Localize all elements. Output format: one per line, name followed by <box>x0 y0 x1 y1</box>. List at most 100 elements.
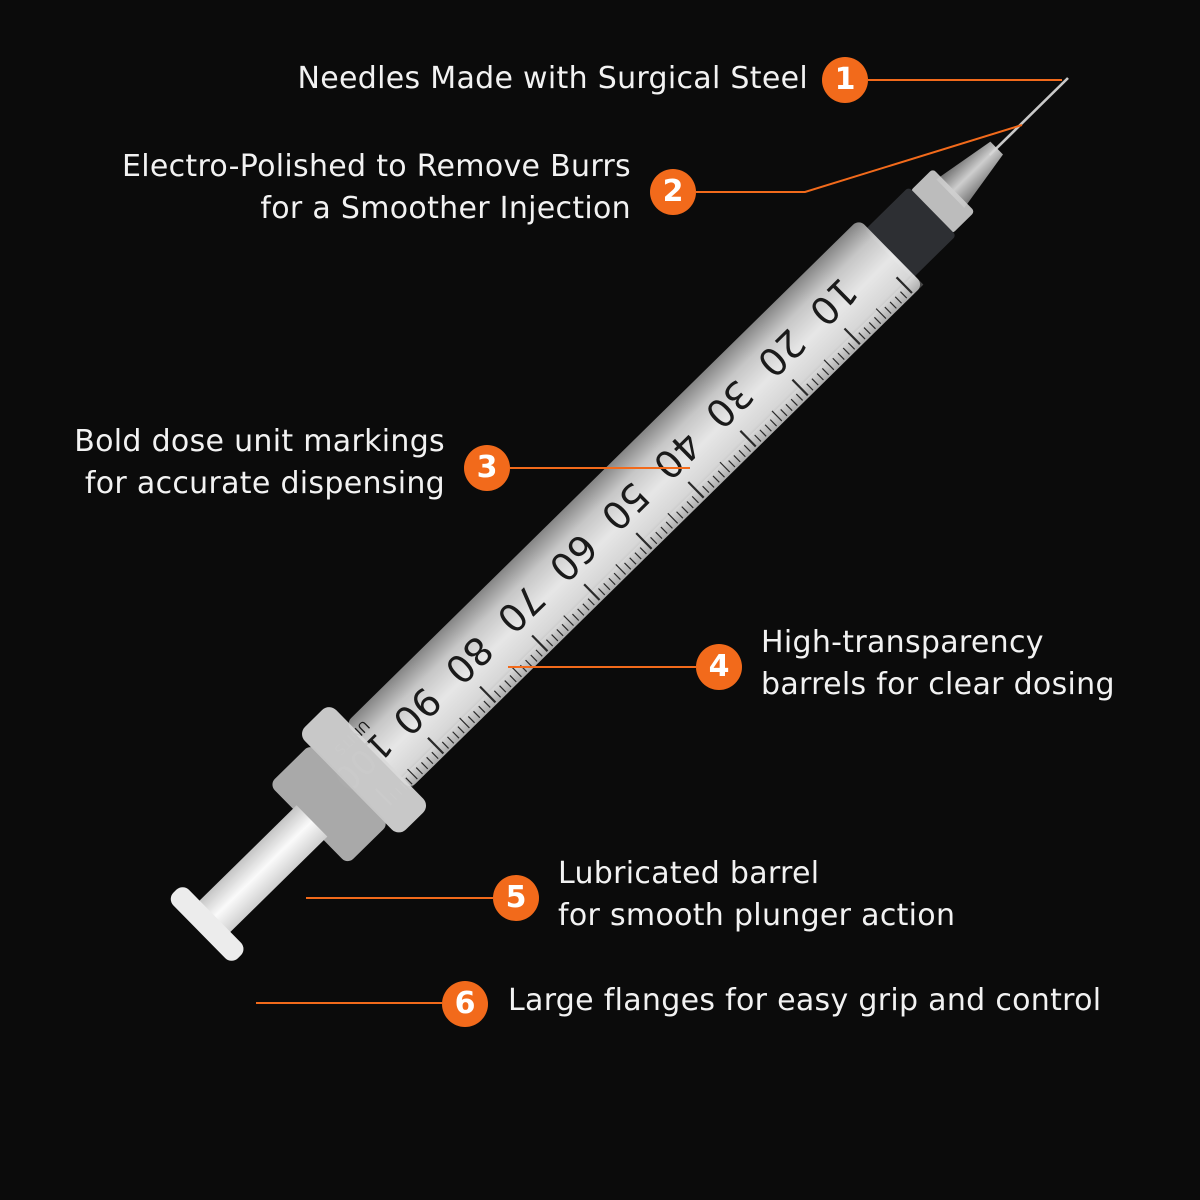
graduation-tick <box>691 495 699 504</box>
graduation-tick <box>733 455 741 463</box>
graduation-tick <box>634 552 642 560</box>
graduation-tick <box>459 717 470 729</box>
graduation-tick <box>530 654 538 662</box>
graduation-tick <box>816 373 824 381</box>
dark-tip-band <box>866 188 955 278</box>
barrel <box>348 222 921 786</box>
callout-2-badge: 2 <box>650 169 696 215</box>
callout-4-badge: 4 <box>696 644 742 690</box>
graduation-tick <box>551 634 559 642</box>
graduation-tick <box>790 398 798 407</box>
graduation-tick <box>738 449 746 458</box>
graduation-tick <box>728 460 736 468</box>
flange <box>302 707 427 833</box>
graduation-tick <box>743 444 751 453</box>
graduation-tick <box>577 608 585 616</box>
graduation-tick <box>563 615 574 627</box>
graduation-tick <box>421 762 429 770</box>
graduation-tick <box>504 680 512 688</box>
graduation-tick <box>415 767 423 775</box>
graduation-tick <box>863 327 871 335</box>
callout-3-badge: 3 <box>464 445 510 491</box>
graduation-tick <box>665 521 673 529</box>
graduation-tick <box>884 306 892 314</box>
graduation-tick <box>687 481 705 499</box>
graduation-tick <box>702 485 710 493</box>
graduation-tick <box>686 501 694 509</box>
callout-5-line-1: Lubricated barrel <box>558 856 820 891</box>
graduation-tick <box>739 430 757 448</box>
graduation-tick <box>780 408 788 417</box>
graduation-tick <box>868 321 876 330</box>
callout-2-line-2: for a Smoother Injection <box>260 191 631 226</box>
graduation-tick <box>875 308 887 320</box>
graduation-tick <box>587 598 595 606</box>
callout-4-line-1: High-transparency <box>761 625 1044 660</box>
graduation-tick <box>795 393 804 401</box>
graduation-tick <box>479 685 497 704</box>
graduation-tick <box>821 368 830 376</box>
graduation-tick <box>811 378 819 386</box>
graduation-tick <box>889 301 897 309</box>
graduation-tick <box>894 296 902 304</box>
graduation-tick <box>483 700 491 708</box>
graduation-tick <box>764 424 772 432</box>
graduation-tick <box>639 547 647 555</box>
graduation-tick <box>754 434 762 442</box>
graduation-tick <box>843 327 861 345</box>
graduation-tick <box>615 564 627 575</box>
graduation-tick <box>426 756 434 765</box>
callout-5-text: Lubricated barrel for smooth plunger act… <box>558 853 955 937</box>
graduation-tick <box>509 675 517 683</box>
callout-1-line-1: Needles Made with Surgical Steel <box>297 61 808 96</box>
callout-6-badge: 6 <box>442 981 488 1027</box>
callout-4-line-2: barrels for clear dosing <box>761 667 1115 702</box>
syringe-body: 10 20 30 40 50 60 70 80 90 100 UNITS <box>170 77 1069 961</box>
graduation-tick <box>650 536 658 545</box>
callout-1-badge: 1 <box>822 57 868 103</box>
graduation-tick <box>431 751 439 760</box>
callout-3-line-2: for accurate dispensing <box>84 466 445 501</box>
callout-6-text: Large flanges for easy grip and control <box>508 980 1101 1022</box>
graduation-tick <box>499 685 507 693</box>
plunger-rod <box>196 805 328 935</box>
graduation-tick <box>667 512 679 524</box>
callout-3-line-1: Bold dose unit markings <box>74 424 445 459</box>
graduation-tick <box>613 572 621 580</box>
graduation-tick <box>717 470 725 478</box>
graduation-tick <box>635 532 653 550</box>
graduation-tick <box>629 557 637 565</box>
graduation-tick <box>769 419 778 427</box>
graduation-tick <box>771 410 783 422</box>
graduation-tick <box>858 332 866 340</box>
graduation-tick <box>873 316 882 325</box>
thumb-press <box>170 887 244 961</box>
graduation-tick <box>676 511 684 519</box>
graduation-tick <box>511 666 522 678</box>
graduation-tick <box>624 562 632 570</box>
graduation-tick <box>535 649 543 657</box>
graduation-tick <box>832 357 840 366</box>
graduation-tick <box>452 731 460 739</box>
leader-lines <box>256 79 1062 1004</box>
graduation-tick <box>447 736 455 744</box>
graduation-tick <box>900 291 908 299</box>
graduation-tick <box>405 777 413 785</box>
graduation-tick <box>457 726 465 734</box>
graduation-tick <box>583 583 601 601</box>
callout-2-text: Electro-Polished to Remove Burrs for a S… <box>122 146 631 230</box>
graduation-tick <box>660 526 668 534</box>
graduation-tick <box>791 378 809 397</box>
graduation-tick <box>478 705 486 714</box>
graduation-tick <box>598 588 606 596</box>
graduation-tick <box>603 582 611 591</box>
graduation-tick <box>785 403 793 412</box>
graduation-tick <box>719 461 731 473</box>
graduation-tick <box>556 628 564 637</box>
graduation-tick <box>707 480 715 488</box>
graduation-tick <box>655 531 663 540</box>
callout-2-line-1: Electro-Polished to Remove Burrs <box>121 149 631 184</box>
graduation-tick <box>531 634 549 652</box>
graduation-tick <box>572 613 580 621</box>
